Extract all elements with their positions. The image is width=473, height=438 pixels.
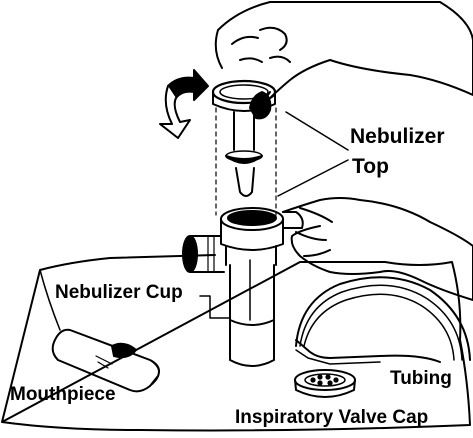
mouthpiece-hole <box>111 342 137 359</box>
right-hand-thumb <box>282 211 304 229</box>
label-inspiratory-valve-cap: Inspiratory Valve Cap <box>235 407 429 428</box>
valve-cap-hole-2 <box>317 374 323 380</box>
cup-upper-wall <box>220 218 284 251</box>
drape-sheet <box>1 254 471 432</box>
tubing-coil-1 <box>295 276 471 361</box>
nebulizer-top-cap-rim <box>219 84 269 100</box>
cup-opening-dark <box>227 210 277 226</box>
cup-lower-body <box>229 264 275 367</box>
valve-cap-hole-1 <box>310 377 316 383</box>
rotate-arrow-icon <box>159 69 209 139</box>
nebulizer-top-cap-wall <box>212 91 276 112</box>
right-hand <box>282 197 473 301</box>
leader-nebulizer-top-lower <box>277 159 349 197</box>
tubing-coil-3 <box>303 293 455 361</box>
cup-side-port-opening <box>182 235 198 273</box>
label-nebulizer-top-line1: Nebulizer <box>350 125 445 148</box>
valve-cap-hole-3 <box>325 374 331 380</box>
tubing-coil-2 <box>299 284 463 361</box>
mouthpiece-slot <box>95 355 113 369</box>
leader-nebulizer-top-upper <box>285 111 349 151</box>
leader-nebulizer-cup <box>199 295 231 319</box>
valve-cap-hole-4 <box>333 377 339 383</box>
label-nebulizer-top-line2: Top <box>352 155 389 178</box>
valve-cap-wall <box>294 379 356 398</box>
valve-cap-hole-5 <box>327 380 333 386</box>
upper-hand <box>214 1 473 119</box>
tubing-end <box>295 339 441 363</box>
nebulizer-top-stem <box>233 111 255 151</box>
mouthpiece-front <box>149 359 160 387</box>
valve-cap-top <box>294 369 356 391</box>
label-mouthpiece: Mouthpiece <box>10 384 116 405</box>
cup-lower-band <box>229 319 275 326</box>
cup-side-port-collar <box>207 235 215 273</box>
valve-cap-inner <box>304 373 346 387</box>
nebulizer-top-disk-fill <box>225 155 263 164</box>
valve-cap-hole-6 <box>317 380 323 386</box>
nebulizer-top-cone <box>235 167 255 197</box>
label-nebulizer-cup: Nebulizer Cup <box>55 282 183 303</box>
tubing-end-2 <box>295 349 381 365</box>
drape-fold <box>39 269 61 331</box>
cup-shoulder <box>225 245 277 266</box>
label-tubing: Tubing <box>390 368 452 389</box>
